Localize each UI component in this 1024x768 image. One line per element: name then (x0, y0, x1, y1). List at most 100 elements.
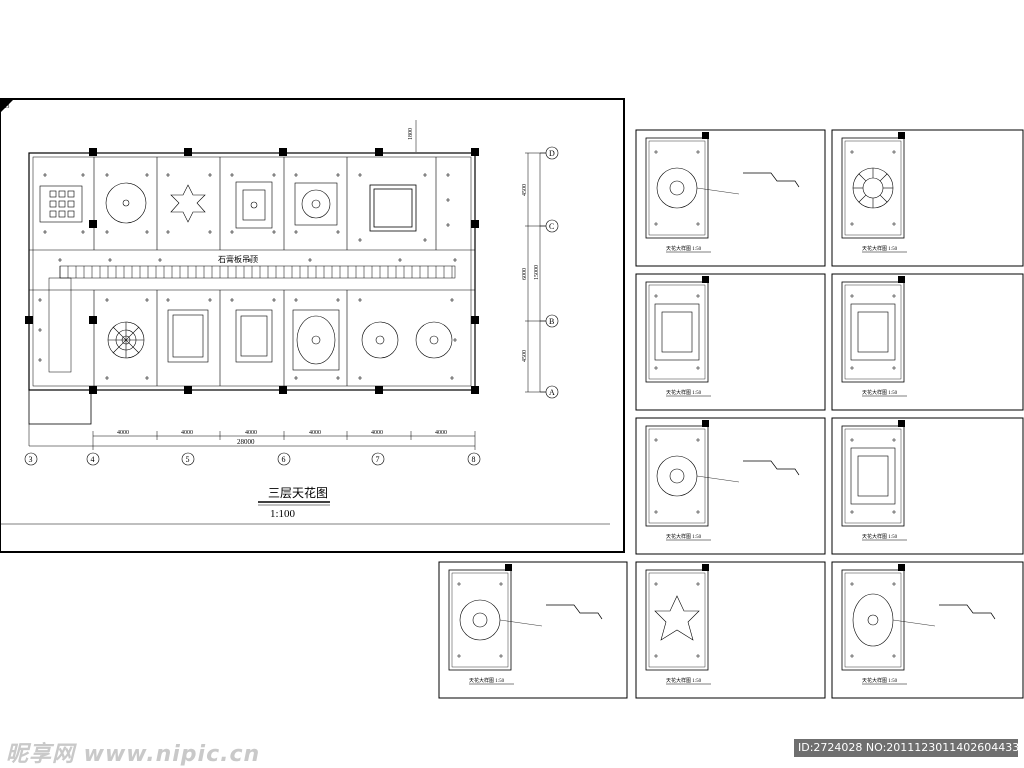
corridor-ceiling-strip (59, 265, 456, 279)
detail-room-outline (841, 281, 905, 383)
detail-downlight (850, 438, 854, 442)
grid-column-bubble (371, 452, 385, 466)
bay-dimension: 4000 (309, 430, 321, 436)
detail-room-inner (844, 284, 902, 380)
grid-column-bubble (467, 452, 481, 466)
detail-room-inner (648, 428, 706, 524)
detail-column (702, 276, 709, 283)
downlight (450, 298, 454, 302)
downlight (294, 230, 298, 234)
downlight (248, 258, 252, 262)
downlight (294, 376, 298, 380)
detail-tray-inner (661, 311, 693, 353)
detail-downlight (892, 438, 896, 442)
detail-caption: 天花大样图 1:50 (862, 245, 898, 252)
detail-column (898, 276, 905, 283)
detail-room-inner (844, 140, 902, 236)
downlight (208, 298, 212, 302)
detail-room-inner (844, 428, 902, 524)
detail-sheet: 天花大样图 1:50 (438, 561, 628, 699)
room-ceiling-round (105, 182, 147, 224)
detail-leader (696, 187, 740, 195)
detail-sheet-border (831, 129, 1024, 267)
room-ceiling-rect-tray (235, 181, 273, 229)
downlight (446, 173, 450, 177)
detail-tray-outer (654, 303, 700, 361)
drawing-title: 三层天花图 (268, 485, 328, 500)
grid-column-label: 4 (91, 455, 95, 464)
detail-column (898, 420, 905, 427)
grid-row-bubble (545, 146, 559, 160)
grid-column-label: 5 (186, 455, 190, 464)
detail-downlight (892, 294, 896, 298)
detail-downlight (850, 654, 854, 658)
detail-tray-outer (850, 447, 896, 505)
detail-downlight (457, 654, 461, 658)
detail-downlight (696, 294, 700, 298)
downlight (358, 173, 362, 177)
room-ceiling-radial (107, 321, 145, 359)
detail-sheet-border (635, 129, 826, 267)
downlight (166, 230, 170, 234)
downlight (208, 230, 212, 234)
detail-column (898, 132, 905, 139)
detail-caption: 天花大样图 1:50 (666, 677, 702, 684)
downlight (43, 230, 47, 234)
downlight (272, 298, 276, 302)
downlight-markers (38, 173, 457, 380)
detail-downlight (696, 222, 700, 226)
grid-column-bubble (181, 452, 195, 466)
detail-sheet-border (831, 273, 1024, 411)
grid-row-label: D (549, 149, 555, 158)
detail-sheets: 天花大样图 1:50 天花大样图 1:50 天花大样图 1:50 天花大样图 1:50… (438, 129, 1024, 699)
detail-caption: 天花大样图 1:50 (666, 245, 702, 252)
detail-downlight (696, 510, 700, 514)
detail-downlight (892, 582, 896, 586)
downlight (336, 376, 340, 380)
room-ceiling-star (170, 184, 206, 223)
bay-dimension: 4000 (181, 430, 193, 436)
downlight (336, 173, 340, 177)
detail-column (505, 564, 512, 571)
detail-room-outline (841, 569, 905, 671)
detail-downlight (892, 366, 896, 370)
detail-sheet-border (831, 561, 1024, 699)
detail-tray-outer (850, 303, 896, 361)
drawing-scale: 1:100 (270, 508, 296, 520)
detail-room-outline (645, 137, 709, 239)
detail-oval-center (867, 614, 879, 626)
detail-caption: 天花大样图 1:50 (469, 677, 505, 684)
detail-leader (499, 619, 543, 627)
detail-sheet-border (635, 273, 826, 411)
downlight (166, 173, 170, 177)
detail-sheet-border (831, 417, 1024, 555)
downlight (358, 376, 362, 380)
downlight (38, 358, 42, 362)
grid-row-bubble (545, 314, 559, 328)
detail-downlight (850, 366, 854, 370)
downlight (446, 198, 450, 202)
grid-column-bubble (24, 452, 38, 466)
detail-room-outline (645, 281, 709, 383)
detail-radial-spoke (879, 173, 888, 182)
detail-caption: 天花大样图 1:50 (862, 677, 898, 684)
detail-downlight (654, 150, 658, 154)
detail-downlight (654, 438, 658, 442)
detail-downlight (457, 582, 461, 586)
downlight (230, 230, 234, 234)
detail-leader (892, 619, 936, 627)
detail-sheet: 天花大样图 1:50 (635, 129, 826, 267)
downlight (294, 298, 298, 302)
detail-sheet: 天花大样图 1:50 (635, 273, 826, 411)
detail-downlight (696, 366, 700, 370)
right-dim-3: 15000 (534, 265, 540, 280)
downlight (108, 258, 112, 262)
downlight (450, 376, 454, 380)
corridor-label: 石膏板吊顶 (218, 254, 258, 264)
downlight (294, 173, 298, 177)
detail-sheet: 天花大样图 1:50 (831, 561, 1024, 699)
detail-downlight (499, 654, 503, 658)
downlight (145, 173, 149, 177)
detail-round-inner (669, 180, 685, 196)
